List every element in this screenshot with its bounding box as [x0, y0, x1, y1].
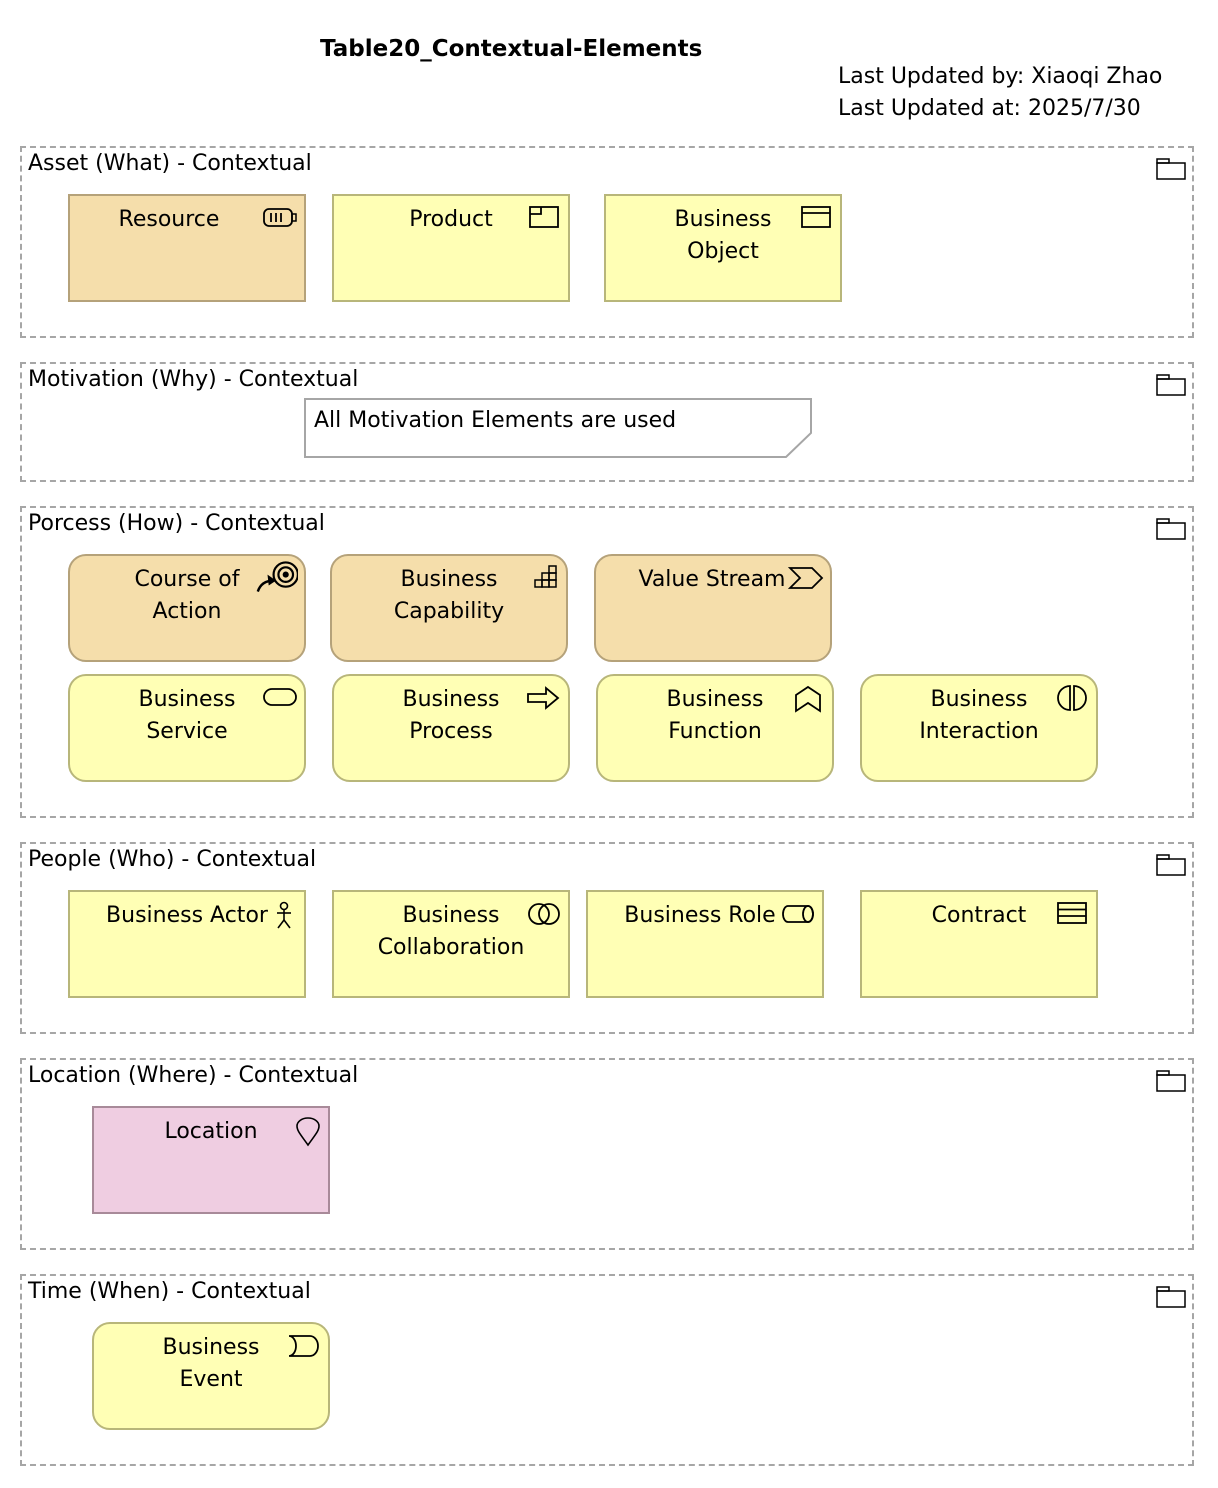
group-label: Asset (What) - Contextual: [28, 151, 312, 176]
folder-icon: [1156, 1286, 1186, 1308]
element-business-object[interactable]: Business Object: [604, 194, 842, 302]
value-stream-icon: [788, 567, 824, 589]
element-product[interactable]: Product: [332, 194, 570, 302]
element-course-of-action[interactable]: Course of Action: [68, 554, 306, 662]
element-business-capability[interactable]: Business Capability: [330, 554, 568, 662]
element-resource[interactable]: Resource: [68, 194, 306, 302]
element-business-process[interactable]: Business Process: [332, 674, 570, 782]
element-label: Resource: [118, 207, 220, 232]
business-object-icon: [801, 206, 831, 228]
element-business-event[interactable]: Business Event: [92, 1322, 330, 1430]
element-label: Value Stream: [638, 567, 786, 592]
element-label: Product: [409, 207, 493, 232]
service-icon: [263, 688, 297, 706]
element-label: Business Object: [674, 207, 772, 264]
element-label: Business Collaboration: [377, 903, 525, 960]
group-location[interactable]: Location (Where) - Contextual: [20, 1058, 1194, 1250]
resource-icon: [263, 208, 297, 227]
element-label: Business Role: [624, 903, 776, 928]
course-of-action-icon: [256, 561, 298, 593]
element-label: Contract: [931, 903, 1027, 928]
last-updated-by: Last Updated by: Xiaoqi Zhao: [838, 64, 1163, 89]
element-business-function[interactable]: Business Function: [596, 674, 834, 782]
note-shape: [304, 398, 812, 458]
folder-icon: [1156, 518, 1186, 540]
actor-icon: [277, 901, 291, 929]
group-process[interactable]: Porcess (How) - Contextual: [20, 506, 1194, 818]
event-icon: [288, 1335, 319, 1357]
interaction-icon: [1057, 685, 1087, 711]
element-business-service[interactable]: Business Service: [68, 674, 306, 782]
element-label: Business Process: [402, 687, 500, 744]
element-label: Course of Action: [134, 567, 240, 624]
group-motivation[interactable]: Motivation (Why) - Contextual: [20, 362, 1194, 482]
element-location[interactable]: Location: [92, 1106, 330, 1214]
element-label: Location: [164, 1119, 258, 1144]
group-label: Time (When) - Contextual: [28, 1279, 311, 1304]
last-updated-at: Last Updated at: 2025/7/30: [838, 96, 1141, 121]
contract-icon: [1057, 902, 1087, 924]
element-label: Business Actor: [106, 903, 268, 928]
note-motivation[interactable]: All Motivation Elements are used: [304, 398, 812, 458]
element-business-collaboration[interactable]: Business Collaboration: [332, 890, 570, 998]
group-people[interactable]: People (Who) - Contextual: [20, 842, 1194, 1034]
group-label: Location (Where) - Contextual: [28, 1063, 359, 1088]
folder-icon: [1156, 374, 1186, 396]
group-time[interactable]: Time (When) - Contextual: [20, 1274, 1194, 1466]
element-business-interaction[interactable]: Business Interaction: [860, 674, 1098, 782]
element-business-role[interactable]: Business Role: [586, 890, 824, 998]
diagram-title: Table20_Contextual-Elements: [320, 36, 703, 62]
folder-icon: [1156, 1070, 1186, 1092]
product-icon: [529, 206, 559, 228]
group-label: People (Who) - Contextual: [28, 847, 317, 872]
element-value-stream[interactable]: Value Stream: [594, 554, 832, 662]
collaboration-icon: [528, 903, 560, 925]
element-label: Business Interaction: [919, 687, 1039, 744]
folder-icon: [1156, 158, 1186, 180]
element-label: Business Event: [162, 1335, 260, 1392]
function-chevron-icon: [795, 685, 821, 713]
element-label: Business Capability: [393, 567, 505, 624]
group-label: Motivation (Why) - Contextual: [28, 367, 359, 392]
element-label: Business Service: [138, 687, 236, 744]
note-text: All Motivation Elements are used: [314, 408, 677, 433]
process-arrow-icon: [527, 686, 560, 710]
location-pin-icon: [296, 1117, 320, 1147]
folder-icon: [1156, 854, 1186, 876]
role-icon: [782, 905, 814, 923]
capability-icon: [534, 565, 557, 588]
group-label: Porcess (How) - Contextual: [28, 511, 325, 536]
group-asset[interactable]: Asset (What) - Contextual: [20, 146, 1194, 338]
element-contract[interactable]: Contract: [860, 890, 1098, 998]
element-business-actor[interactable]: Business Actor: [68, 890, 306, 998]
element-label: Business Function: [666, 687, 764, 744]
